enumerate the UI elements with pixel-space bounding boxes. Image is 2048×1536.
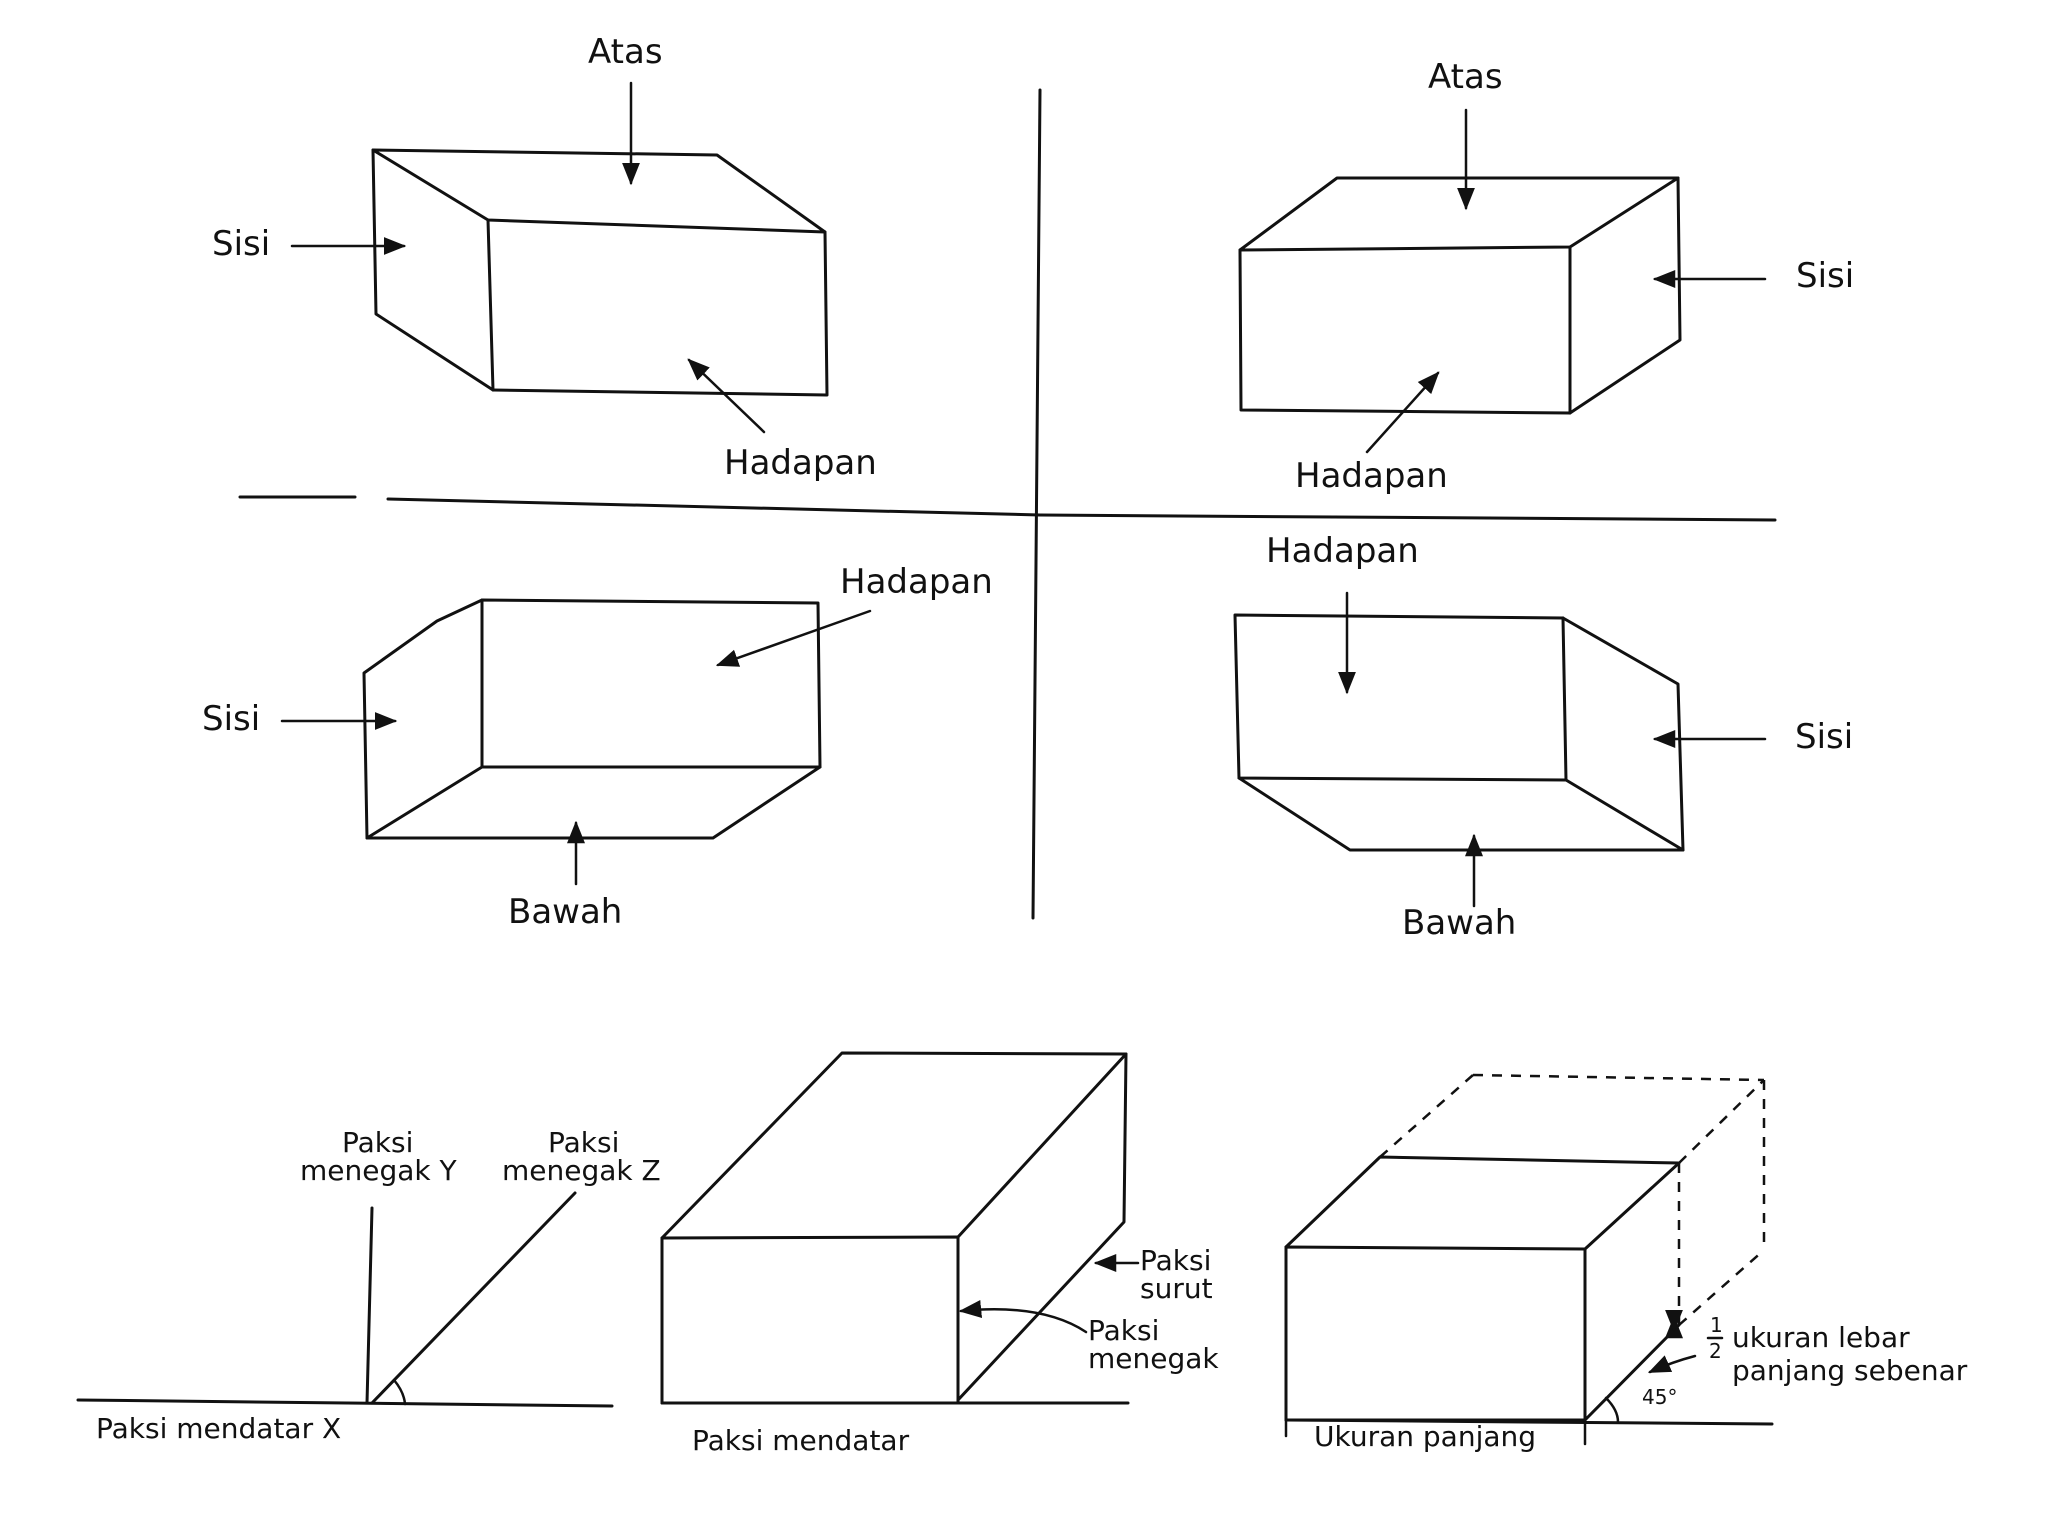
- label-vertical-2: menegak: [1088, 1342, 1219, 1375]
- label-y-axis-1: Paksi: [342, 1126, 413, 1159]
- arrows-bottom-right: [1338, 591, 1767, 908]
- box-top-right: [1238, 176, 1682, 415]
- label-z-axis-1: Paksi: [548, 1126, 619, 1159]
- arrows-top-left: [290, 81, 766, 434]
- label-fraction-denominator: 2: [1709, 1339, 1722, 1363]
- quadrant-dividers: [238, 88, 1777, 920]
- label-measure-2: panjang sebenar: [1732, 1354, 1968, 1387]
- label-angle: 45°: [1642, 1385, 1677, 1409]
- label-horizontal: Paksi mendatar: [692, 1424, 910, 1457]
- arrows-oblique: [958, 1254, 1140, 1334]
- label-vertical-1: Paksi: [1088, 1314, 1159, 1347]
- label-top-left-atas: Atas: [588, 32, 663, 72]
- label-bottom-right-sisi: Sisi: [1795, 717, 1853, 757]
- label-top-right-atas: Atas: [1428, 57, 1503, 97]
- label-z-axis-2: menegak Z: [502, 1154, 661, 1187]
- label-top-right-sisi: Sisi: [1796, 256, 1854, 296]
- label-fraction-numerator: 1: [1710, 1313, 1723, 1337]
- label-bottom-left-hadapan: Hadapan: [840, 562, 993, 602]
- label-top-right-hadapan: Hadapan: [1295, 456, 1448, 496]
- label-top-left-hadapan: Hadapan: [724, 443, 877, 483]
- box-bottom-right: [1233, 613, 1685, 852]
- label-bottom-left-bawah: Bawah: [508, 892, 622, 932]
- label-top-left-sisi: Sisi: [212, 224, 270, 264]
- measure-box-figure: [1284, 1073, 1774, 1446]
- arrows-measure: [1647, 1309, 1697, 1374]
- arrows-top-right: [1365, 108, 1767, 454]
- oblique-box-figure: [660, 1051, 1130, 1405]
- box-top-left: [371, 148, 829, 397]
- label-bottom-right-hadapan: Hadapan: [1266, 531, 1419, 571]
- box-bottom-left: [362, 598, 822, 840]
- label-receding-2: surut: [1140, 1272, 1213, 1305]
- arrows-bottom-left: [280, 609, 872, 886]
- axes-figure: [76, 1191, 614, 1408]
- label-bottom-left-sisi: Sisi: [202, 699, 260, 739]
- label-y-axis-2: menegak Y: [300, 1154, 458, 1187]
- label-measure-1: ukuran lebar: [1732, 1321, 1910, 1354]
- label-bottom-right-bawah: Bawah: [1402, 903, 1516, 943]
- label-length: Ukuran panjang: [1314, 1420, 1536, 1453]
- label-receding-1: Paksi: [1140, 1244, 1211, 1277]
- label-x-axis: Paksi mendatar X: [96, 1412, 341, 1445]
